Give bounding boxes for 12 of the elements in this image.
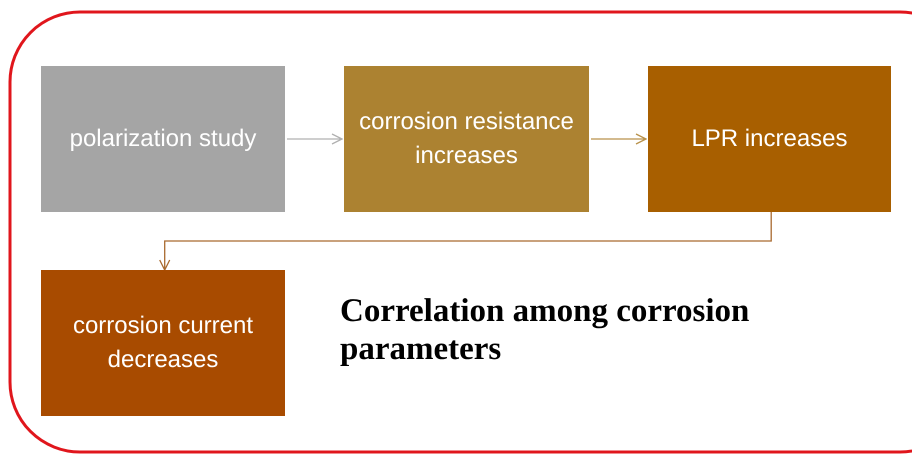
box-label: corrosion current decreases <box>72 311 254 375</box>
box-label: corrosion resistance increases <box>358 107 575 171</box>
arrow <box>591 133 647 145</box>
process-box <box>41 66 285 212</box>
caption: Correlation among corrosion parameters <box>340 292 750 368</box>
box-label: polarization study <box>70 124 256 154</box>
box-label: LPR increases <box>691 124 848 154</box>
arrow <box>287 133 343 145</box>
process-box <box>344 66 589 212</box>
process-box <box>41 270 285 416</box>
arrow <box>159 212 772 271</box>
process-box <box>648 66 891 212</box>
